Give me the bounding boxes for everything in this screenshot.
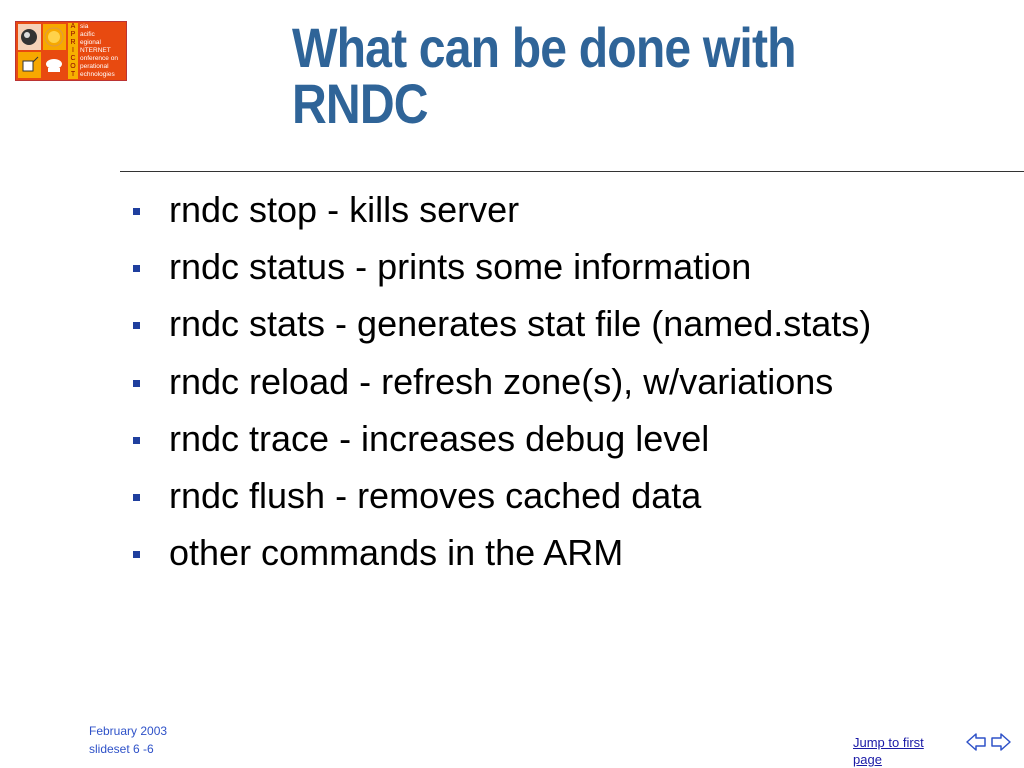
sun-icon (43, 24, 66, 50)
logo-icons (18, 24, 66, 78)
title-divider (120, 171, 1024, 172)
bullet-item: rndc status - prints some information (130, 246, 871, 303)
bullet-square-icon (133, 265, 140, 273)
jump-to-first-page-link[interactable]: Jump to first page (853, 735, 924, 767)
bullet-square-icon (133, 208, 140, 215)
slide-footer: February 2003 slideset 6 -6 (89, 722, 167, 758)
bullet-item: rndc trace - increases debug level (130, 418, 871, 475)
cloud-icon (43, 52, 66, 78)
bullet-square-icon (133, 322, 140, 330)
footer-slideset: slideset 6 -6 (89, 742, 154, 756)
bullet-item: rndc flush - removes cached data (130, 475, 871, 532)
footer-date: February 2003 (89, 724, 168, 738)
bullet-square-icon (133, 551, 140, 559)
bullet-item: rndc reload - refresh zone(s), w/variati… (130, 361, 871, 418)
arrow-left-icon[interactable] (965, 732, 987, 752)
bullet-list: rndc stop - kills server rndc status - p… (130, 189, 871, 589)
bullet-square-icon (133, 436, 140, 444)
bullet-item: rndc stats - generates stat file (named.… (130, 303, 871, 360)
arrow-right-icon[interactable] (990, 732, 1012, 752)
bullet-square-icon (133, 493, 140, 501)
bullet-square-icon (133, 379, 140, 387)
bullet-item: other commands in the ARM (130, 532, 871, 589)
slide-title: What can be done with RNDC (292, 16, 797, 135)
globe-icon (18, 24, 41, 50)
bullet-item: rndc stop - kills server (130, 189, 871, 246)
computer-icon (18, 52, 41, 78)
